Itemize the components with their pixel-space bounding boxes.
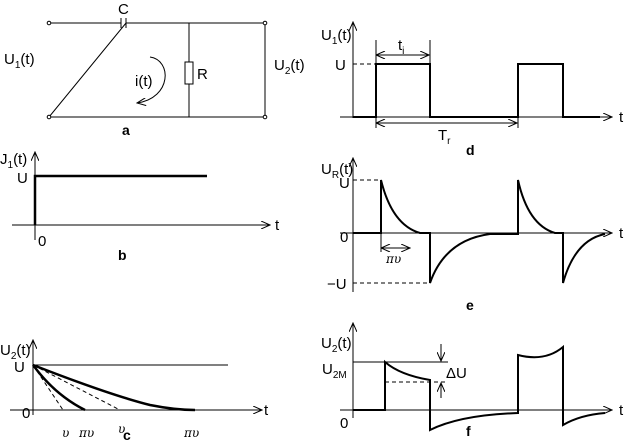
resistor-symbol — [184, 61, 194, 85]
x-axis-label: t — [264, 402, 269, 419]
origin-label: 0 — [340, 415, 348, 432]
panel-d-pulse-input: U1(t) U ti Tr t d — [321, 22, 624, 158]
step-signal — [33, 174, 207, 225]
tick-label: υ — [118, 422, 125, 436]
panel-d-label: d — [466, 142, 475, 158]
x-axis-label: t — [619, 225, 624, 242]
x-axis-label: t — [619, 109, 624, 126]
origin-label: 0 — [22, 405, 30, 422]
panel-c-label: c — [123, 427, 131, 440]
current-label: i(t) — [135, 73, 153, 90]
level-guides — [353, 179, 430, 284]
output-voltage-label: U2(t) — [274, 57, 305, 77]
input-voltage-label: U1(t) — [4, 51, 35, 71]
resistor-label: R — [197, 66, 208, 83]
x-axis-label: t — [619, 402, 624, 419]
slow-tangent — [32, 364, 121, 411]
slow-decay-curve — [32, 363, 196, 412]
differentiated-signal — [353, 179, 606, 284]
tick-label: υ — [62, 426, 69, 440]
level-label: U — [17, 170, 28, 187]
period-ticks — [375, 64, 519, 128]
panel-a-circuit: C R i(t) U1(t) U2(t) a — [4, 1, 305, 138]
panel-e-resistor-voltage: UR(t) U 0 −U πυ t e — [321, 158, 624, 313]
panel-c-output-decay: U2(t) U 0 t υ πυ υ πυ c — [0, 340, 269, 440]
fast-tangent — [32, 364, 64, 411]
delta-u-label: ΔU — [446, 365, 467, 382]
level-label: U — [335, 57, 346, 74]
pulse-train — [353, 63, 600, 118]
panel-e-label: e — [466, 297, 474, 313]
panel-b-step-input: J1(t) U 0 t b — [0, 151, 280, 263]
circuit-wires — [47, 22, 266, 118]
y-axis-label: UR(t) — [321, 161, 353, 181]
capacitor-label: C — [118, 1, 129, 18]
origin-label: 0 — [340, 229, 348, 246]
level-pos-label: U — [339, 175, 350, 192]
tick-label: πυ — [183, 426, 199, 440]
panel-a-label: a — [122, 122, 130, 138]
capacitor-symbol — [120, 18, 127, 28]
level-label: U — [14, 359, 25, 376]
y-axis-label: U1(t) — [321, 27, 352, 47]
x-axis-label: t — [275, 217, 280, 234]
panel-f-label: f — [466, 423, 471, 439]
panel-b-label: b — [118, 247, 127, 263]
period-label: Tr — [438, 127, 451, 147]
terminals — [46, 20, 268, 120]
y-axis-label: U2(t) — [321, 335, 352, 355]
u2m-label: U2M — [322, 361, 347, 381]
fast-decay-curve — [31, 364, 86, 412]
output-signal — [353, 344, 606, 432]
tau-label: πυ — [385, 252, 401, 266]
current-arrow-icon — [137, 56, 166, 103]
panel-f-output-voltage: U2(t) U2M 0 ΔU t f — [321, 323, 624, 439]
origin-label: 0 — [38, 233, 46, 250]
y-axis-label: J1(t) — [0, 151, 27, 171]
pulse-width-label: ti — [398, 37, 404, 57]
y-axis-label: U2(t) — [0, 342, 31, 362]
tick-label: πυ — [78, 426, 94, 440]
level-neg-label: −U — [327, 276, 347, 293]
